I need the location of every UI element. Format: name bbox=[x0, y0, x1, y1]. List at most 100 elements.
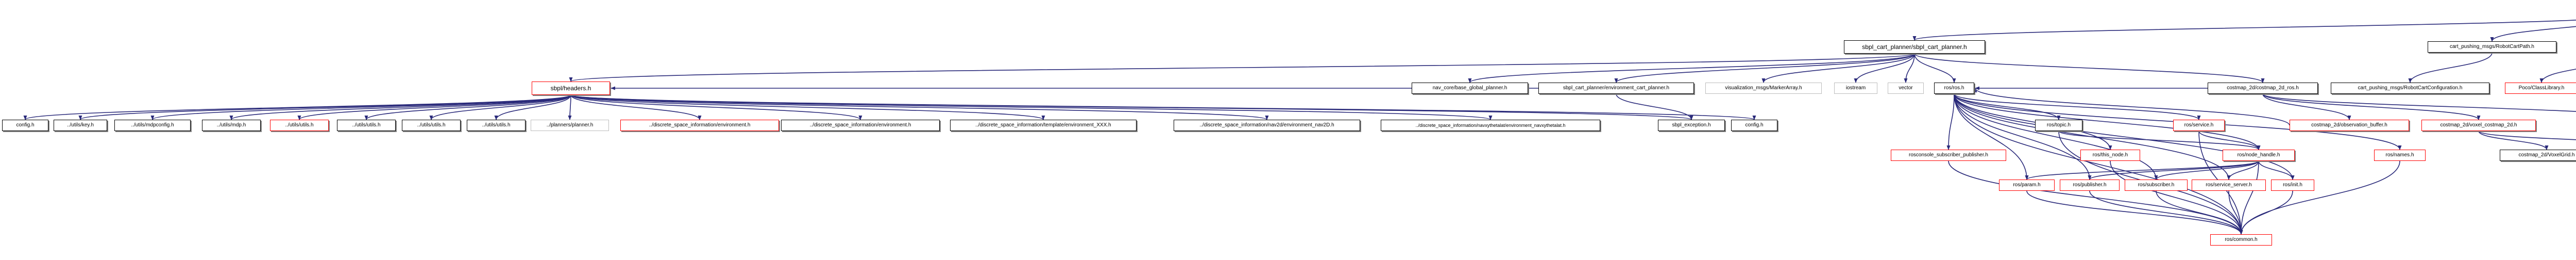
graph-node-n22[interactable]: ../utils/utils.h bbox=[402, 120, 461, 131]
graph-node-label: sbpl_cart_planner/environment_cart_plann… bbox=[1563, 85, 1670, 91]
graph-node-label: ../discrete_space_information/environmen… bbox=[809, 122, 911, 128]
graph-node-n8[interactable]: sbpl_cart_planner/environment_cart_plann… bbox=[1538, 83, 1694, 94]
graph-node-label: iostream bbox=[1845, 85, 1866, 91]
graph-node-label: ros/publisher.h bbox=[2073, 182, 2107, 188]
graph-node-n39[interactable]: ros/node_handle.h bbox=[2223, 150, 2295, 161]
graph-edge bbox=[2088, 160, 2259, 180]
graph-edge bbox=[2239, 160, 2400, 235]
graph-node-label: ../utils/utils.h bbox=[285, 122, 314, 128]
graph-edge bbox=[2228, 190, 2243, 235]
graph-edge bbox=[2258, 160, 2295, 180]
graph-node-n26[interactable]: ../discrete_space_information/environmen… bbox=[781, 120, 940, 131]
graph-node-label: cart_pushing_msgs/RobotCartPath.h bbox=[2450, 44, 2534, 50]
graph-node-label: ros/param.h bbox=[2013, 182, 2041, 188]
graph-edge bbox=[2408, 52, 2493, 83]
graph-edge bbox=[2058, 131, 2261, 150]
graph-node-n24[interactable]: ../planners/planner.h bbox=[531, 120, 609, 131]
graph-node-n47[interactable]: ros/init.h bbox=[2271, 180, 2314, 191]
graph-edge bbox=[1954, 93, 2201, 120]
graph-edge bbox=[1954, 93, 2112, 150]
graph-node-n45[interactable]: ros/subscriber.h bbox=[2125, 180, 2188, 191]
graph-edge bbox=[1914, 53, 2265, 83]
graph-edge bbox=[2478, 131, 2549, 150]
graph-node-label: ros/service_server.h bbox=[2206, 182, 2252, 188]
graph-node-label: ../discrete_space_information/nav2d/envi… bbox=[1199, 122, 1334, 128]
graph-node-n1[interactable]: sbpl_cart_planner/sbpl_cart_planner.h bbox=[1844, 40, 1985, 54]
graph-node-n32[interactable]: ros/topic.h bbox=[2035, 120, 2082, 131]
graph-edge bbox=[297, 94, 571, 120]
graph-node-n48[interactable]: ros/common.h bbox=[2210, 234, 2272, 246]
graph-node-n7[interactable]: nav_core/base_global_planner.h bbox=[1412, 83, 1528, 94]
graph-edge bbox=[1914, 53, 1956, 83]
graph-node-n43[interactable]: ros/param.h bbox=[1999, 180, 2055, 191]
graph-node-label: vector bbox=[1899, 85, 1913, 91]
graph-node-label: costmap_2d/observation_buffer.h bbox=[2311, 122, 2387, 128]
graph-node-label: ../utils/utils.h bbox=[417, 122, 446, 128]
graph-node-n37[interactable]: rosconsole_subscriber_publisher.h bbox=[1891, 150, 2006, 161]
graph-edge bbox=[1948, 160, 2243, 235]
graph-edge bbox=[23, 94, 571, 120]
graph-edge bbox=[1854, 53, 1915, 83]
graph-edge bbox=[2198, 131, 2261, 150]
graph-node-n19[interactable]: ../utils/mdp.h bbox=[202, 120, 261, 131]
graph-node-n20[interactable]: ../utils/utils.h bbox=[270, 120, 329, 131]
graph-node-n30[interactable]: sbpl_exception.h bbox=[1658, 120, 1725, 131]
graph-edge bbox=[150, 94, 571, 120]
graph-node-n17[interactable]: ../utils/key.h bbox=[54, 120, 107, 131]
graph-node-n28[interactable]: ../discrete_space_information/nav2d/envi… bbox=[1174, 120, 1360, 131]
graph-node-n12[interactable]: ros/ros.h bbox=[1934, 83, 1974, 94]
graph-node-label: rosconsole_subscriber_publisher.h bbox=[1909, 152, 1988, 158]
graph-node-n2[interactable]: cart_pushing_msgs/RobotCartPath.h bbox=[2428, 41, 2556, 53]
graph-node-n44[interactable]: ros/publisher.h bbox=[2060, 180, 2120, 191]
graph-edge bbox=[2490, 26, 2576, 42]
graph-node-n25[interactable]: ../discrete_space_information/environmen… bbox=[620, 120, 779, 131]
graph-edge bbox=[2478, 131, 2576, 140]
graph-edge bbox=[570, 94, 862, 120]
graph-node-n38[interactable]: ros/this_node.h bbox=[2080, 150, 2140, 161]
graph-edge bbox=[1468, 53, 1915, 83]
graph-node-label: Poco/ClassLibrary.h bbox=[2518, 85, 2565, 91]
graph-node-n33[interactable]: ros/service.h bbox=[2173, 120, 2225, 131]
graph-edge bbox=[570, 94, 1756, 120]
graph-edge bbox=[1904, 53, 1915, 83]
graph-node-n9[interactable]: visualization_msgs/MarkerArray.h bbox=[1705, 83, 1822, 94]
graph-node-n46[interactable]: ros/service_server.h bbox=[2192, 180, 2266, 191]
graph-edge bbox=[1954, 93, 2061, 120]
graph-node-label: ../utils/key.h bbox=[66, 122, 94, 128]
graph-node-n16[interactable]: config.h bbox=[2, 120, 48, 131]
graph-edge bbox=[2156, 190, 2243, 235]
graph-node-n29[interactable]: ../discrete_space_information/navxytheta… bbox=[1381, 120, 1600, 131]
graph-edge bbox=[570, 94, 1492, 120]
graph-node-label: ros/topic.h bbox=[2046, 122, 2071, 128]
graph-node-label: ros/this_node.h bbox=[2092, 152, 2128, 158]
graph-node-label: ../utils/mdpconfig.h bbox=[131, 122, 174, 128]
graph-node-n13[interactable]: costmap_2d/costmap_2d_ros.h bbox=[2208, 83, 2318, 94]
graph-node-label: ../planners/planner.h bbox=[546, 122, 594, 128]
graph-node-n27[interactable]: ../discrete_space_information/template/e… bbox=[950, 120, 1137, 131]
graph-edge bbox=[1954, 93, 2092, 180]
graph-node-n31[interactable]: config.h bbox=[1731, 120, 1777, 131]
graph-node-n21[interactable]: ../utils/utils.h bbox=[337, 120, 396, 131]
graph-node-n11[interactable]: vector bbox=[1888, 83, 1924, 94]
graph-edge bbox=[2089, 190, 2243, 235]
graph-node-label: ../utils/mdp.h bbox=[216, 122, 246, 128]
graph-node-n34[interactable]: costmap_2d/observation_buffer.h bbox=[2290, 120, 2409, 131]
graph-edge bbox=[569, 53, 1915, 82]
graph-node-n18[interactable]: ../utils/mdpconfig.h bbox=[114, 120, 191, 131]
graph-node-label: config.h bbox=[1745, 122, 1764, 128]
graph-node-label: sbpl/headers.h bbox=[550, 85, 591, 92]
graph-node-n23[interactable]: ../utils/utils.h bbox=[467, 120, 526, 131]
graph-node-label: ros/common.h bbox=[2225, 237, 2258, 242]
graph-edge bbox=[1954, 93, 2295, 180]
graph-node-n35[interactable]: costmap_2d/voxel_costmap_2d.h bbox=[2421, 120, 2536, 131]
graph-edge bbox=[2026, 190, 2243, 235]
graph-edge bbox=[78, 94, 571, 120]
graph-edge bbox=[1954, 93, 2029, 180]
graph-node-n41[interactable]: costmap_2d/VoxelGrid.h bbox=[2500, 150, 2576, 161]
graph-node-n40[interactable]: ros/names.h bbox=[2374, 150, 2426, 161]
graph-node-n6[interactable]: sbpl/headers.h bbox=[532, 82, 610, 95]
graph-node-n15[interactable]: Poco/ClassLibrary.h bbox=[2505, 83, 2576, 94]
graph-node-label: ../discrete_space_information/navxytheta… bbox=[1415, 122, 1566, 128]
graph-node-n10[interactable]: iostream bbox=[1834, 83, 1877, 94]
graph-node-n14[interactable]: cart_pushing_msgs/RobotCartConfiguration… bbox=[2331, 83, 2489, 94]
